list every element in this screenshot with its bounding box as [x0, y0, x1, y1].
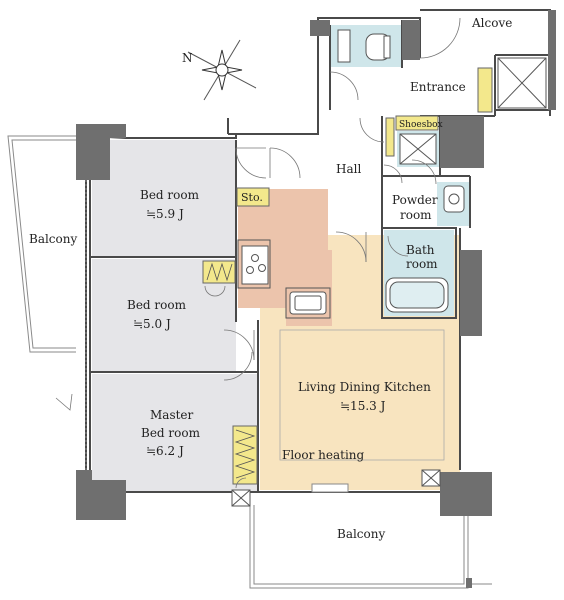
- bedroom-1-label: Bed room: [140, 188, 200, 202]
- room-labels: Alcove Entrance Shoesbox Hall Bed room ≒…: [29, 16, 512, 541]
- kitchen-sink-icon: [289, 291, 327, 315]
- master-bedroom-label-1: Master: [150, 408, 194, 422]
- pillar-sw: [76, 470, 126, 520]
- master-bedroom-area: ≒6.2 J: [146, 444, 184, 458]
- floor-heating-label: Floor heating: [282, 448, 365, 462]
- bedroom-1-floor: [92, 140, 236, 257]
- stove-icon: [241, 245, 269, 285]
- powder-room-label-2: room: [400, 208, 432, 222]
- compass-north-label: N: [182, 51, 193, 65]
- compass-rose: N: [182, 39, 257, 101]
- ldk-label: Living Dining Kitchen: [298, 380, 431, 394]
- ldk-area: ≒15.3 J: [340, 399, 386, 413]
- windows: [85, 180, 349, 493]
- pillars: [76, 10, 556, 588]
- pillar-nw: [76, 124, 126, 180]
- bath-room-label-1: Bath: [406, 243, 435, 257]
- closet-bedroom-2: [202, 260, 236, 284]
- shoesbox-label: Shoesbox: [399, 120, 443, 130]
- bedroom-2-area: ≒5.0 J: [133, 317, 171, 331]
- alcove-label: Alcove: [471, 16, 512, 30]
- sink-icon: [443, 185, 465, 213]
- pillar-se: [440, 472, 492, 516]
- sto-label: Sto.: [241, 191, 263, 204]
- master-bedroom-floor: [92, 374, 258, 492]
- balconies: [7, 135, 492, 589]
- pillar-e: [460, 250, 482, 336]
- doors: [55, 17, 461, 489]
- master-bedroom-label-2: Bed room: [141, 426, 201, 440]
- shoesbox: [395, 115, 439, 131]
- balcony-bottom-outline: [249, 505, 469, 589]
- balcony-bottom-label: Balcony: [337, 527, 385, 541]
- entrance-cabinet: [385, 117, 395, 157]
- powder-room-label-1: Powder: [392, 193, 438, 207]
- hall-label: Hall: [336, 162, 361, 176]
- balcony-left-outline: [7, 135, 76, 353]
- bedroom-1-area: ≒5.9 J: [146, 207, 184, 221]
- storage: [202, 67, 493, 485]
- pillar-entrance: [402, 20, 420, 60]
- balcony-left-label: Balcony: [29, 232, 77, 246]
- bath-room-label-2: room: [406, 257, 438, 271]
- entrance-label: Entrance: [410, 80, 466, 94]
- sto-storage: [236, 187, 270, 207]
- alcove-frame: [497, 57, 547, 109]
- fixtures: [231, 29, 547, 507]
- bedroom-2-label: Bed room: [127, 298, 187, 312]
- floor-heating-area: [279, 329, 445, 461]
- closet-hatching: [206, 262, 256, 479]
- pillar-ne: [440, 116, 484, 168]
- shoe-cabinet: [477, 67, 493, 113]
